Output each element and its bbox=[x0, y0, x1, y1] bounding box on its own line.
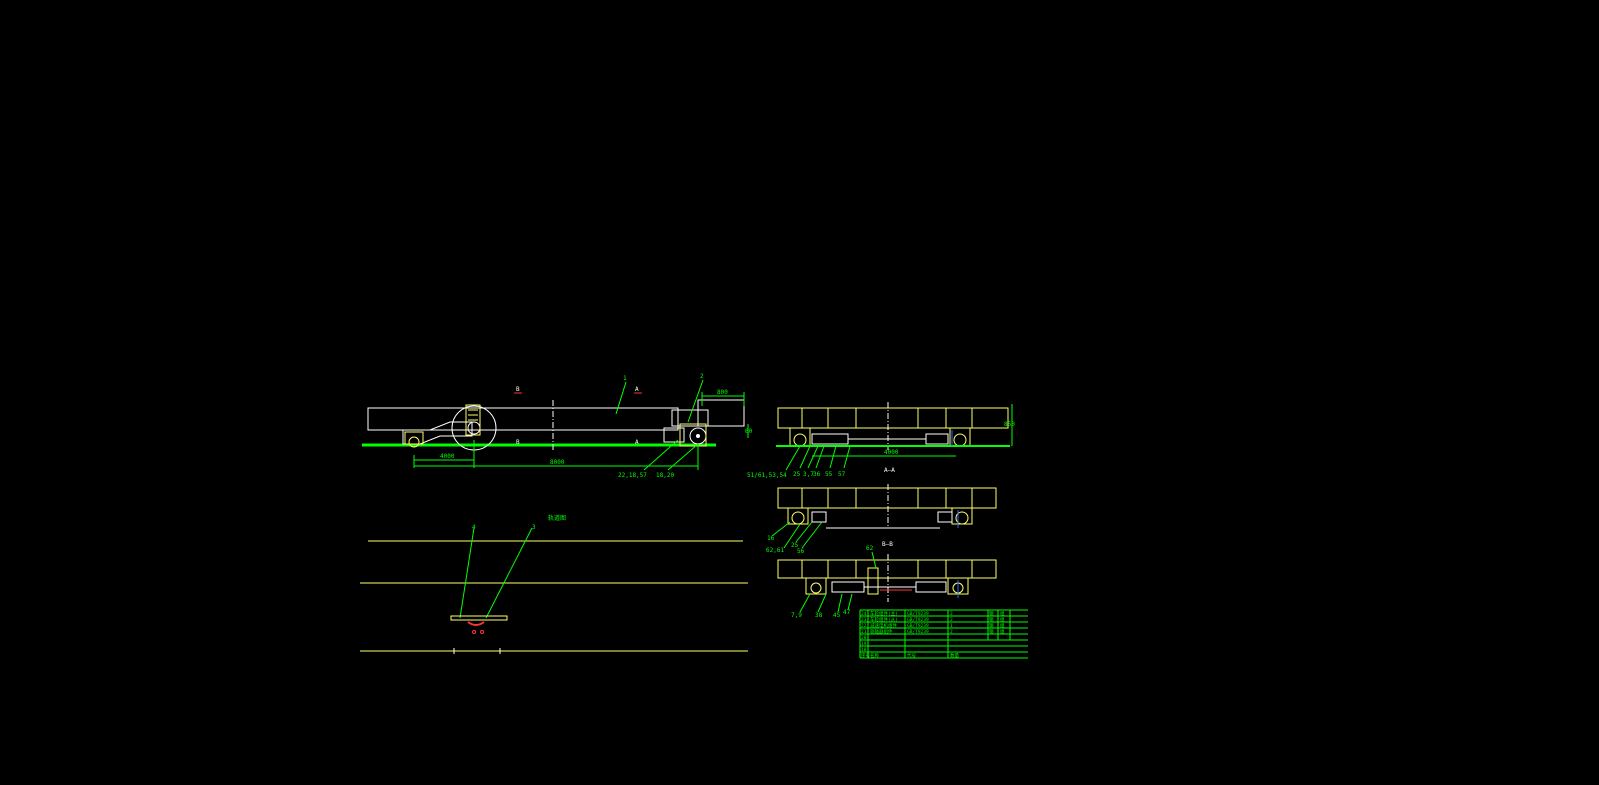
section-bb-label: B—B bbox=[882, 541, 893, 548]
callout-7-9: 7,9 bbox=[791, 612, 802, 619]
table-cell: 组 bbox=[1000, 622, 1005, 629]
section-aa-label: A—A bbox=[884, 467, 895, 474]
table-cell: 1 bbox=[950, 623, 953, 629]
table-cell: GB/T9239 bbox=[907, 611, 929, 617]
table-cell: 19 bbox=[861, 641, 867, 647]
section-mark-a-bottom: A bbox=[635, 439, 639, 446]
table-cell: 24 bbox=[861, 611, 867, 617]
table-cell: 钢 bbox=[989, 622, 994, 629]
table-cell: GB/T9239 bbox=[907, 623, 929, 629]
table-cell: 序号 bbox=[861, 652, 870, 659]
callout-1: 1 bbox=[623, 375, 627, 382]
table-cell: 数量 bbox=[950, 652, 959, 659]
table-cell: 钢 bbox=[989, 616, 994, 623]
table-cell: 23 bbox=[861, 617, 867, 623]
table-cell: 钢 bbox=[989, 610, 994, 617]
callout-18-20: 18,20 bbox=[656, 472, 674, 479]
table-cell: 代号 bbox=[907, 652, 916, 659]
callout-51-61-53-54: 51/61,53,54 bbox=[747, 472, 787, 479]
callout-3-7: 3,7 bbox=[803, 471, 814, 478]
callout-56: 56 bbox=[797, 548, 805, 555]
callout-22-18-57: 22,18,57 bbox=[618, 472, 647, 479]
table-cell: 车轮组件(从) bbox=[870, 616, 898, 623]
table-cell: 2 bbox=[950, 611, 953, 617]
track-plan-view: 轨道图 4 3 bbox=[360, 514, 748, 654]
table-cell: 减速电机组件 bbox=[870, 622, 897, 629]
table-cell: 组 bbox=[1000, 610, 1005, 617]
callout-16: 16 bbox=[767, 535, 775, 542]
main-beam bbox=[367, 407, 679, 431]
table-cell: 组 bbox=[1000, 616, 1005, 623]
dim-60-side: 60 bbox=[745, 428, 753, 435]
callout-38: 38 bbox=[815, 612, 823, 619]
callout-2: 2 bbox=[700, 373, 704, 380]
callout-47: 47 bbox=[843, 609, 851, 616]
table-cell: GB/T9239 bbox=[907, 629, 929, 635]
table-cell: 2 bbox=[950, 629, 953, 635]
table-cell: GB/T9239 bbox=[907, 617, 929, 623]
dim-800-side: 800 bbox=[717, 389, 728, 396]
section-cc: 62 7,9 38 45 47 bbox=[777, 545, 997, 619]
table-cell: 2 bbox=[950, 617, 953, 623]
callout-4: 4 bbox=[472, 524, 476, 531]
table-cell: 车轮组件(主) bbox=[870, 610, 898, 617]
callout-55: 55 bbox=[825, 471, 833, 478]
table-cell: 联轴器组件 bbox=[870, 628, 893, 635]
callout-62: 62 bbox=[866, 545, 874, 552]
table-cell: 22 bbox=[861, 623, 867, 629]
track-plan-title: 轨道图 bbox=[548, 514, 566, 522]
dim-8000-side: 8000 bbox=[550, 459, 565, 466]
table-cell: 组 bbox=[1000, 628, 1005, 635]
callout-25-bb: 25 bbox=[791, 542, 799, 549]
dim-850-aa: 850 bbox=[1004, 421, 1015, 428]
callout-25-aa: 25 bbox=[793, 471, 801, 478]
section-mark-b-top: B bbox=[516, 386, 520, 393]
callout-36: 36 bbox=[813, 471, 821, 478]
callout-45: 45 bbox=[833, 612, 841, 619]
dim-4000-side: 4000 bbox=[440, 453, 455, 460]
section-aa: 4000 850 A—A 51/61,53,54 25 3,7 36 55 57 bbox=[747, 402, 1015, 479]
side-view: B A A B 4000 8000 800 60 1 2 22,18,57 18… bbox=[362, 373, 753, 479]
table-cell: 钢 bbox=[989, 628, 994, 635]
table-cell: 名称 bbox=[870, 652, 879, 659]
callout-57: 57 bbox=[838, 471, 846, 478]
table-cell: 18 bbox=[861, 647, 867, 653]
table-cell: 20 bbox=[861, 635, 867, 641]
dim-4000-aa: 4000 bbox=[884, 449, 899, 456]
table-cell: 21 bbox=[861, 629, 867, 635]
section-mark-b-bottom: B bbox=[516, 439, 520, 446]
callout-3: 3 bbox=[532, 524, 536, 531]
section-bb: B—B 16 62,61 25 56 bbox=[766, 484, 997, 555]
callout-62-61: 62,61 bbox=[766, 547, 784, 554]
section-mark-a-top: A bbox=[635, 386, 639, 393]
